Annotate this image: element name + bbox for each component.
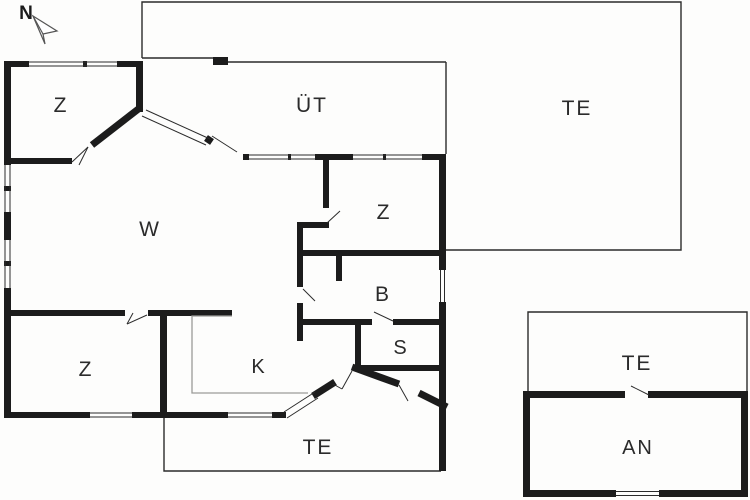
door-bedroom-top-left <box>71 146 89 166</box>
window-bottom-mid <box>228 412 272 418</box>
terrace-top-outline <box>141 1 682 251</box>
exterior-walls <box>4 61 449 471</box>
door-bathroom-hall <box>373 311 394 322</box>
north-arrow-icon <box>31 14 59 45</box>
wall-storage-bottom <box>355 365 446 371</box>
room-label-bedroom-bottom-left: Z <box>79 358 94 381</box>
window-diagonal-upper <box>141 109 211 146</box>
window-left-lower <box>4 240 11 288</box>
window-mid-top-right <box>353 154 422 160</box>
room-label-terrace-bottom: TE <box>303 436 334 459</box>
annex-walls <box>523 385 748 497</box>
compass-north-label: N <box>19 3 33 24</box>
window-top-left <box>29 61 117 67</box>
door-bedroom-bottom-left <box>126 312 148 325</box>
wall-bathroom-bottom <box>297 319 372 325</box>
window-bottom-left <box>90 412 132 418</box>
wall-storage-left <box>355 325 361 371</box>
window-right-wall <box>440 270 445 302</box>
windows <box>4 61 445 419</box>
kitchen-counter <box>191 315 308 394</box>
covered-terrace-outline <box>228 61 447 154</box>
wall-post <box>213 57 228 65</box>
interior-walls <box>160 157 446 418</box>
window-annex-bottom <box>616 491 659 496</box>
room-label-living-room: W <box>139 218 161 241</box>
wall-bathroom-top <box>297 250 446 256</box>
room-labels: Z ÜT TE W Z B Z K S TE TE AN <box>54 94 654 459</box>
north-arrow-fold <box>32 15 44 35</box>
wall-bathroom-stub <box>336 256 342 281</box>
compass: N <box>19 3 59 45</box>
door-bathroom <box>302 288 316 302</box>
window-mid-top-left <box>249 154 315 160</box>
wall-hall-bedroom <box>323 157 329 208</box>
room-label-kitchen: K <box>251 356 266 378</box>
room-label-bathroom: B <box>375 283 391 306</box>
room-label-terrace-top: TE <box>562 97 593 120</box>
room-label-storage: S <box>393 337 408 359</box>
room-label-covered-terrace: ÜT <box>296 94 328 117</box>
door-entrance-right <box>398 384 409 402</box>
door-entrance-left <box>332 370 353 390</box>
room-label-annex: AN <box>622 437 654 459</box>
room-label-annex-terrace: TE <box>622 352 653 375</box>
annex-terrace-outline <box>527 311 748 391</box>
doors <box>71 135 409 402</box>
room-label-bedroom-middle: Z <box>377 201 392 224</box>
window-left-upper <box>4 165 11 212</box>
room-label-bedroom-top-left: Z <box>54 94 69 117</box>
door-diagonal-living <box>211 135 238 153</box>
wall-bedroom-kitchen <box>160 310 167 418</box>
door-annex <box>630 385 650 396</box>
door-bedroom-middle <box>326 210 341 224</box>
terrace-bottom-outline <box>163 418 441 472</box>
window-diagonal-entrance <box>283 391 319 419</box>
